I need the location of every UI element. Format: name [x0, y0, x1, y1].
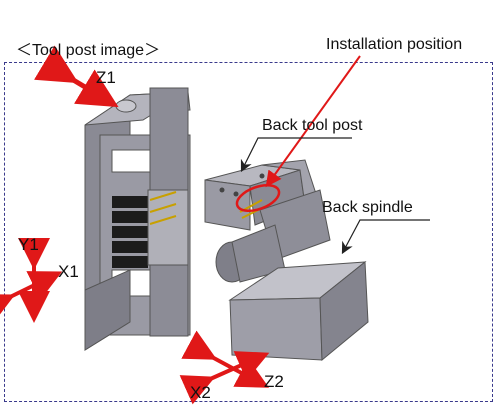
back-spindle-label: Back spindle	[322, 199, 413, 216]
back-spindle-leader	[341, 219, 430, 255]
installation-ring	[235, 183, 281, 213]
installation-position-label: Installation position	[326, 36, 463, 53]
z1-axis-label: Z1	[96, 68, 116, 87]
x1-axis-label: X1	[58, 262, 79, 281]
back-spindle	[215, 224, 369, 362]
z1-axis-arrow	[33, 45, 119, 108]
installation-pointer	[265, 55, 361, 188]
diagram-title: ＜Tool post image＞	[16, 42, 161, 59]
tool-holders	[112, 189, 189, 268]
back-tool-post-leader	[240, 137, 352, 173]
x2-axis-label: X2	[190, 383, 211, 402]
back-tool-post-label: Back tool post	[262, 117, 363, 134]
gang-tool-post	[84, 87, 191, 351]
x2-z2-axis-arrows	[179, 330, 270, 405]
y1-x1-axis-arrows	[0, 238, 63, 323]
y1-axis-label: Y1	[18, 235, 39, 254]
z2-axis-label: Z2	[264, 372, 284, 391]
